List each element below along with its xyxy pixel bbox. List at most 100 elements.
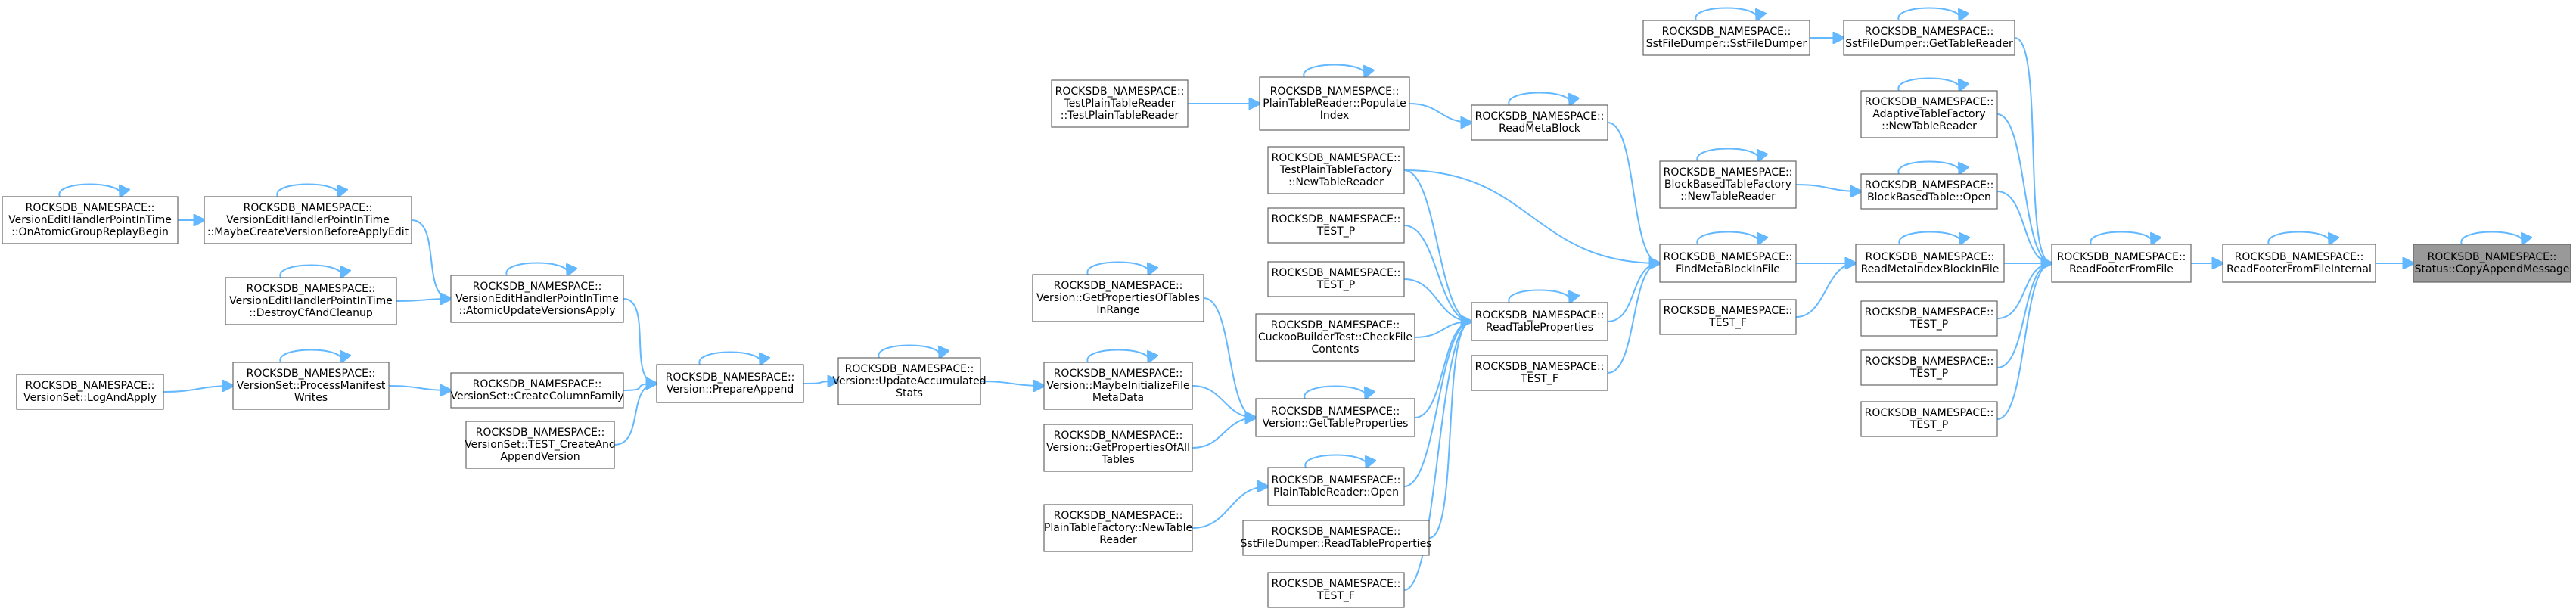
- node-test_f_c4[interactable]: ROCKSDB_NAMESPACE::TEST_F: [1471, 355, 1608, 391]
- node-box: [1860, 401, 1998, 437]
- node-label-line: ROCKSDB_NAMESPACE::: [1054, 368, 1183, 380]
- edge-v_prepare_append-to-v_update_stats: [803, 381, 838, 384]
- node-label-line: AppendVersion: [500, 451, 580, 463]
- node-read_footer_internal[interactable]: ROCKSDB_NAMESPACE::ReadFooterFromFileInt…: [2222, 244, 2376, 283]
- node-label-line: ROCKSDB_NAMESPACE::: [1054, 510, 1183, 522]
- node-read_meta_index[interactable]: ROCKSDB_NAMESPACE::ReadMetaIndexBlockInF…: [1855, 244, 2005, 283]
- node-test_f_c3[interactable]: ROCKSDB_NAMESPACE::TEST_F: [1267, 572, 1405, 608]
- node-box: [1255, 313, 1415, 362]
- node-test_p_r1[interactable]: ROCKSDB_NAMESPACE::TEST_P: [1860, 300, 1998, 337]
- node-label-line: ROCKSDB_NAMESPACE::: [1865, 179, 1994, 191]
- node-test_p_c3b[interactable]: ROCKSDB_NAMESPACE::TEST_P: [1267, 261, 1405, 297]
- node-box: [2, 196, 179, 244]
- node-vehpit_atomic[interactable]: ROCKSDB_NAMESPACE::VersionEditHandlerPoi…: [450, 275, 624, 323]
- node-box: [1259, 76, 1410, 131]
- node-label-line: VersionSet::LogAndApply: [23, 392, 157, 404]
- node-sst_get_reader[interactable]: ROCKSDB_NAMESPACE::SstFileDumper::GetTab…: [1843, 20, 2015, 56]
- node-box: [1471, 302, 1608, 341]
- node-v_prepare_append[interactable]: ROCKSDB_NAMESPACE::Version::PrepareAppen…: [656, 364, 804, 403]
- node-label-line: PlainTableFactory::NewTable: [1044, 522, 1192, 534]
- node-box: [450, 275, 624, 323]
- node-label-line: Status::CopyAppendMessage: [2415, 263, 2570, 275]
- node-label-line: ROCKSDB_NAMESPACE::: [1475, 361, 1605, 373]
- node-vehpit_on_atomic[interactable]: ROCKSDB_NAMESPACE::VersionEditHandlerPoi…: [2, 196, 179, 244]
- node-label-line: VersionSet::ProcessManifest: [237, 380, 386, 392]
- node-bbtf_new_reader[interactable]: ROCKSDB_NAMESPACE::BlockBasedTableFactor…: [1659, 160, 1797, 209]
- node-label-line: Writes: [294, 392, 328, 404]
- edge-vs_log_apply-to-vs_process: [163, 386, 233, 393]
- node-label-line: ROCKSDB_NAMESPACE::: [26, 380, 155, 392]
- node-label-line: Stats: [896, 387, 923, 399]
- node-label-line: InRange: [1096, 304, 1139, 316]
- node-label-line: ROCKSDB_NAMESPACE::: [1272, 152, 1401, 164]
- node-adaptive_new_reader[interactable]: ROCKSDB_NAMESPACE::AdaptiveTableFactory:…: [1860, 90, 1998, 138]
- node-label-line: SstFileDumper::ReadTableProperties: [1241, 538, 1432, 550]
- self-loop-v_get_props: [1304, 385, 1366, 399]
- edge-vehpit_destroy-to-vehpit_atomic: [396, 299, 451, 301]
- node-box: [1051, 79, 1189, 128]
- node-box: [1267, 467, 1405, 506]
- node-find_meta[interactable]: ROCKSDB_NAMESPACE::FindMetaBlockInFile: [1659, 244, 1797, 283]
- node-label-line: TEST_P: [1316, 279, 1355, 291]
- node-box: [465, 421, 615, 469]
- self-loop-ptr_open: [1304, 454, 1366, 468]
- node-test_ptr[interactable]: ROCKSDB_NAMESPACE::TestPlainTableReader:…: [1051, 79, 1189, 128]
- node-vehpit_destroy[interactable]: ROCKSDB_NAMESPACE::VersionEditHandlerPoi…: [225, 277, 397, 325]
- node-v_get_props_range[interactable]: ROCKSDB_NAMESPACE::Version::GetPropertie…: [1032, 274, 1204, 322]
- node-box: [225, 277, 397, 325]
- node-label-line: Version::GetTableProperties: [1263, 418, 1409, 430]
- node-label-line: ROCKSDB_NAMESPACE::: [1662, 26, 1791, 38]
- node-test_p_r3[interactable]: ROCKSDB_NAMESPACE::TEST_P: [1860, 401, 1998, 437]
- edge-vehpit_maybe-to-vehpit_atomic: [411, 219, 451, 299]
- node-copy_append[interactable]: ROCKSDB_NAMESPACE::Status::CopyAppendMes…: [2413, 244, 2571, 283]
- node-vs_process[interactable]: ROCKSDB_NAMESPACE::VersionSet::ProcessMa…: [232, 362, 390, 410]
- node-vs_test_create[interactable]: ROCKSDB_NAMESPACE::VersionSet::TEST_Crea…: [465, 421, 616, 469]
- node-sst_ctor[interactable]: ROCKSDB_NAMESPACE::SstFileDumper::SstFil…: [1642, 20, 1810, 56]
- node-test_p_c3a[interactable]: ROCKSDB_NAMESPACE::TEST_P: [1267, 207, 1405, 244]
- node-box: [1471, 104, 1608, 141]
- node-cuckoo_check[interactable]: ROCKSDB_NAMESPACE::CuckooBuilderTest::Ch…: [1255, 313, 1415, 362]
- node-read_table_props[interactable]: ROCKSDB_NAMESPACE::ReadTableProperties: [1471, 302, 1608, 341]
- node-sst_read_props[interactable]: ROCKSDB_NAMESPACE::SstFileDumper::ReadTa…: [1241, 520, 1432, 556]
- edge-ptr_populate-to-read_meta_block: [1409, 103, 1471, 123]
- node-label-line: ROCKSDB_NAMESPACE::: [1272, 526, 1401, 538]
- node-label-line: Version::GetPropertiesOfAll: [1046, 442, 1190, 454]
- edge-v_get_props_range-to-v_get_props: [1203, 297, 1256, 418]
- node-v_get_props[interactable]: ROCKSDB_NAMESPACE::Version::GetTableProp…: [1255, 398, 1415, 437]
- node-test_p_r2[interactable]: ROCKSDB_NAMESPACE::TEST_P: [1860, 349, 1998, 386]
- node-read_footer[interactable]: ROCKSDB_NAMESPACE::ReadFooterFromFile: [2051, 244, 2192, 283]
- node-tptf_new_reader[interactable]: ROCKSDB_NAMESPACE::TestPlainTableFactory…: [1267, 146, 1405, 194]
- node-test_f_mid[interactable]: ROCKSDB_NAMESPACE::TEST_F: [1659, 299, 1797, 335]
- node-box: [1267, 572, 1405, 608]
- node-label-line: ROCKSDB_NAMESPACE::: [1865, 96, 1994, 108]
- node-label-line: ROCKSDB_NAMESPACE::: [247, 283, 376, 295]
- node-label-line: Tables: [1101, 454, 1135, 466]
- node-label-line: ROCKSDB_NAMESPACE::: [1055, 85, 1185, 98]
- node-label-line: TEST_P: [1909, 419, 1948, 431]
- node-vehpit_maybe[interactable]: ROCKSDB_NAMESPACE::VersionEditHandlerPoi…: [204, 196, 412, 244]
- self-loop-vs_process: [279, 349, 341, 363]
- node-v_update_stats[interactable]: ROCKSDB_NAMESPACE::Version::UpdateAccumu…: [832, 357, 987, 405]
- node-v_maybe_init[interactable]: ROCKSDB_NAMESPACE::Version::MaybeInitial…: [1043, 362, 1193, 410]
- node-label-line: VersionEditHandlerPointInTime: [229, 295, 393, 307]
- node-v_get_props_all[interactable]: ROCKSDB_NAMESPACE::Version::GetPropertie…: [1043, 424, 1193, 472]
- node-read_meta_block[interactable]: ROCKSDB_NAMESPACE::ReadMetaBlock: [1471, 104, 1608, 141]
- node-label-line: ROCKSDB_NAMESPACE::: [1272, 213, 1401, 225]
- node-vs_log_apply[interactable]: ROCKSDB_NAMESPACE::VersionSet::LogAndApp…: [16, 374, 164, 410]
- node-ptr_open[interactable]: ROCKSDB_NAMESPACE::PlainTableReader::Ope…: [1267, 467, 1405, 506]
- node-label-line: ReadFooterFromFile: [2069, 263, 2174, 275]
- edge-v_get_props_all-to-v_get_props: [1192, 418, 1256, 449]
- node-bbt_open[interactable]: ROCKSDB_NAMESPACE::BlockBasedTable::Open: [1860, 173, 1998, 210]
- node-ptr_populate[interactable]: ROCKSDB_NAMESPACE::PlainTableReader::Pop…: [1259, 76, 1410, 131]
- node-vs_create_cf[interactable]: ROCKSDB_NAMESPACE::VersionSet::CreateCol…: [450, 372, 624, 409]
- node-label-line: ::OnAtomicGroupReplayBegin: [11, 226, 169, 238]
- edge-tptf_new_reader-to-find_meta: [1403, 169, 1660, 263]
- node-box: [1043, 362, 1193, 410]
- self-loop-sst_ctor: [1695, 7, 1757, 21]
- node-label-line: ROCKSDB_NAMESPACE::: [2428, 251, 2557, 263]
- node-label-line: ROCKSDB_NAMESPACE::: [1272, 474, 1401, 486]
- node-label-line: SstFileDumper::SstFileDumper: [1646, 38, 1807, 50]
- node-ptf_new_reader[interactable]: ROCKSDB_NAMESPACE::PlainTableFactory::Ne…: [1043, 504, 1193, 552]
- node-label-line: ROCKSDB_NAMESPACE::: [26, 202, 155, 214]
- node-box: [1471, 355, 1608, 391]
